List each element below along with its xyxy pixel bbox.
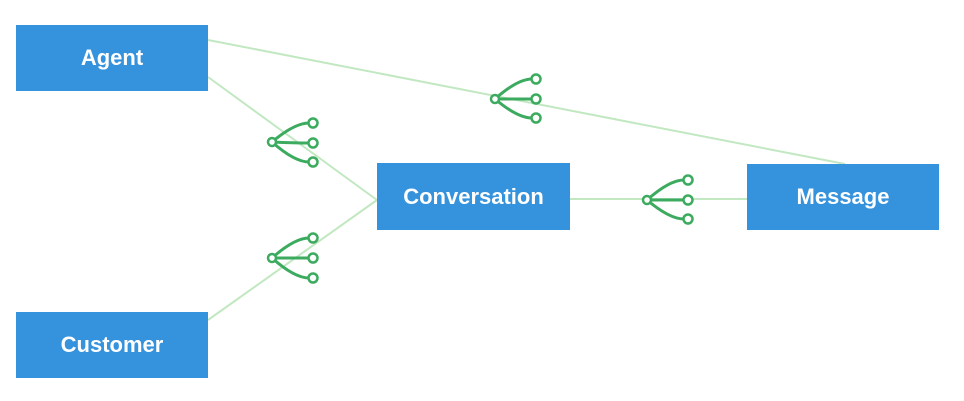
entity-customer[interactable]: Customer: [16, 312, 208, 378]
connector-agent-message: [207, 39, 846, 165]
crows-foot-many-icon: [489, 73, 542, 124]
entity-customer-label: Customer: [60, 332, 164, 357]
connector-customer-conversation: [207, 199, 378, 321]
entity-agent-label: Agent: [80, 45, 144, 70]
crows-foot-many-icon: [266, 117, 319, 168]
entity-message-label: Message: [796, 184, 890, 209]
crows-foot-many-icon: [641, 174, 694, 225]
entity-message[interactable]: Message: [747, 164, 939, 230]
entity-conversation[interactable]: Conversation: [377, 163, 570, 230]
entity-conversation-label: Conversation: [403, 183, 544, 209]
entity-agent[interactable]: Agent: [16, 25, 208, 91]
connector-agent-conversation: [207, 76, 378, 201]
crows-foot-many-icon: [266, 232, 319, 284]
